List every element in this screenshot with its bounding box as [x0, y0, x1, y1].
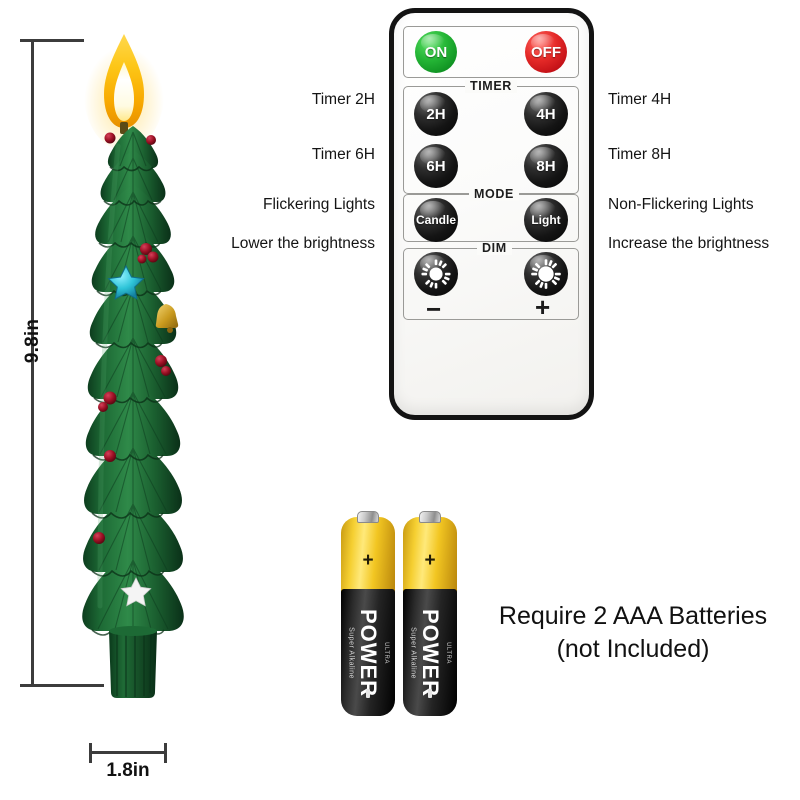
dim-decrease-button[interactable] [414, 252, 458, 296]
mode-light-button[interactable]: Light [524, 198, 568, 242]
battery-illustration: + ULTRA POWER Super Alkaline + ULTRA POW… [341, 511, 461, 716]
timer-section-label: TIMER [465, 80, 517, 93]
battery-plus-sign: + [424, 550, 436, 571]
timer-2h-button[interactable]: 2H [414, 92, 458, 136]
timer-6h-label: 6H [426, 157, 446, 175]
power-panel-outline [403, 26, 579, 78]
battery-sub-text: Super Alkaline [347, 626, 355, 679]
timer-8h-button[interactable]: 8H [524, 144, 568, 188]
callout-timer-8h: Timer 8H [608, 146, 672, 163]
power-on-label: ON [424, 43, 448, 61]
battery-brand-text: POWER [418, 608, 443, 697]
battery-aaa-1: + ULTRA POWER Super Alkaline [341, 511, 395, 716]
dim-minus-sign: − [426, 294, 442, 324]
sun-filled-icon [421, 259, 451, 289]
tree-body-shape [48, 126, 218, 706]
candle-flame-icon [48, 22, 218, 152]
timer-8h-label: 8H [536, 157, 556, 175]
timer-2h-label: 2H [426, 105, 446, 123]
ornament-berries [93, 132, 171, 544]
battery-top-yellow [341, 517, 395, 595]
christmas-tree-candle-image [48, 22, 218, 702]
battery-negative-mark [428, 689, 432, 698]
battery-requirement-note: Require 2 AAA Batteries (not Included) [470, 600, 796, 666]
mode-section-label: MODE [469, 188, 519, 201]
battery-top-yellow [403, 517, 457, 595]
timer-6h-button[interactable]: 6H [414, 144, 458, 188]
battery-positive-terminal [419, 511, 441, 523]
callout-timer-2h: Timer 2H [311, 91, 375, 108]
ornament-star-blue [107, 264, 145, 300]
width-dimension-line [89, 751, 167, 754]
timer-4h-button[interactable]: 4H [524, 92, 568, 136]
ornament-bell-gold [155, 304, 179, 333]
power-off-label: OFF [531, 43, 561, 61]
callout-increase-brightness: Increase the brightness [608, 235, 770, 252]
ornament-star-white [120, 577, 152, 607]
dimension-tick-top [20, 39, 84, 42]
battery-brand-text: POWER [356, 608, 381, 697]
battery-note-line-2: (not Included) [556, 635, 710, 663]
width-dimension-label: 1.8in [106, 760, 150, 781]
power-on-button[interactable]: ON [415, 31, 457, 73]
callout-flickering-lights: Flickering Lights [263, 196, 375, 213]
battery-aaa-2: + ULTRA POWER Super Alkaline [403, 511, 457, 716]
dim-section-label: DIM [477, 242, 512, 255]
battery-sup-text: ULTRA [383, 641, 389, 664]
battery-plus-sign: + [362, 550, 374, 571]
dim-plus-sign: + [535, 292, 551, 322]
battery-bottom-black: ULTRA POWER Super Alkaline [403, 589, 457, 716]
battery-note-line-1: Require 2 AAA Batteries [498, 602, 768, 630]
remote-control: TIMER MODE DIM ON OFF 2H 4H 6H 8H Candle… [389, 8, 594, 420]
mode-candle-label: Candle [415, 213, 456, 227]
battery-sup-text: ULTRA [445, 641, 451, 664]
dim-increase-button[interactable] [524, 252, 568, 296]
callout-timer-6h: Timer 6H [311, 146, 375, 163]
height-dimension-label: 9.8in [22, 318, 43, 364]
mode-light-label: Light [531, 213, 561, 227]
callout-non-flickering-lights: Non-Flickering Lights [608, 196, 754, 213]
sun-outline-icon [531, 259, 561, 289]
battery-negative-mark [366, 689, 370, 698]
height-dimension-line [31, 40, 34, 686]
dimension-tick-bottom [20, 684, 104, 687]
callout-lower-brightness: Lower the brightness [231, 235, 375, 252]
dimension-tick-right [164, 743, 167, 763]
candle-base [109, 626, 157, 698]
battery-bottom-black: ULTRA POWER Super Alkaline [341, 589, 395, 716]
power-off-button[interactable]: OFF [525, 31, 567, 73]
battery-positive-terminal [357, 511, 379, 523]
battery-sub-text: Super Alkaline [409, 626, 417, 679]
mode-candle-button[interactable]: Candle [414, 198, 458, 242]
product-dimension-panel: 9.8in 1.8in [0, 0, 260, 800]
timer-4h-label: 4H [536, 105, 556, 123]
callout-timer-4h: Timer 4H [608, 91, 672, 108]
